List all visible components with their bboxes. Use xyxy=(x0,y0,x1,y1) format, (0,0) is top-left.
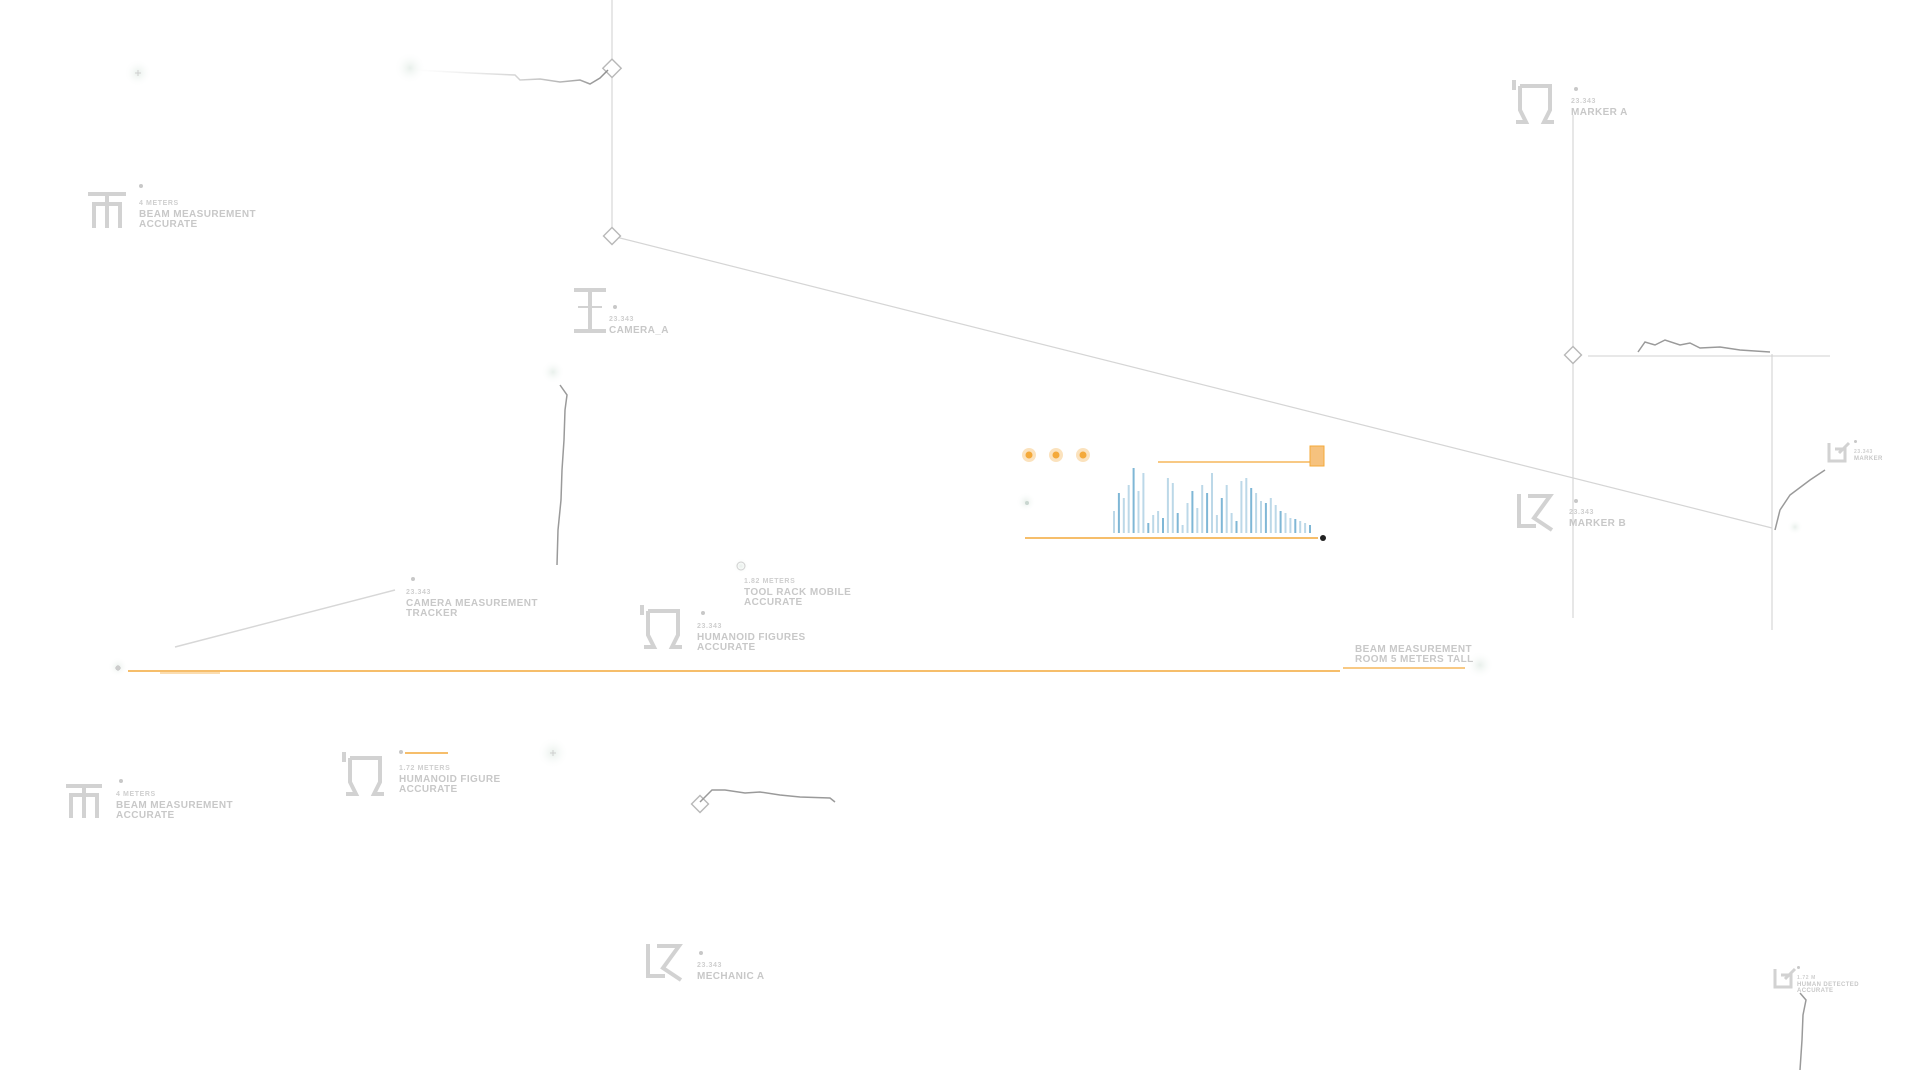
beam-icon xyxy=(88,192,126,228)
value-text: 23.343 xyxy=(609,316,635,323)
human-detected-label: 1.72 M HUMAN DETECTED ACCURATE xyxy=(1797,966,1859,994)
histogram-bar xyxy=(1215,515,1218,533)
histogram-bar xyxy=(1230,513,1233,533)
diamond-icon xyxy=(690,794,710,814)
status-dot xyxy=(1052,451,1060,459)
tool-rack-label: 1.82 METERS TOOL RACK MOBILE ACCURATE xyxy=(744,578,852,608)
glow-points xyxy=(108,52,1803,769)
pictogram-icons xyxy=(66,80,1851,989)
value-text: 1.82 METERS xyxy=(744,578,796,585)
histogram-bar xyxy=(1309,525,1311,533)
value-text: 23.343 xyxy=(1854,449,1873,455)
lx-icon xyxy=(646,944,683,982)
histogram-bar xyxy=(1137,491,1140,533)
histogram-bar xyxy=(1284,513,1287,533)
histogram-bar xyxy=(1191,491,1194,533)
histogram-bar xyxy=(1220,498,1223,533)
guide-lines xyxy=(611,0,1773,630)
level-slider-handle[interactable] xyxy=(1309,445,1325,467)
humanoid-figure-label: 1.72 METERS HUMANOID FIGURE ACCURATE xyxy=(399,750,501,795)
histogram-bar xyxy=(1113,511,1115,533)
histogram-bar xyxy=(1269,498,1272,533)
beam-measurement-label: 4 METERS BEAM MEASUREMENT ACCURATE xyxy=(139,184,256,230)
histogram-bar xyxy=(1255,493,1258,533)
value-text: 4 METERS xyxy=(116,791,156,798)
camera-tracker-label: 23.343 CAMERA MEASUREMENT TRACKER xyxy=(406,577,538,619)
histogram-bar xyxy=(1132,468,1135,533)
histogram-bar xyxy=(1264,503,1267,533)
histogram-bar xyxy=(1171,483,1174,533)
histogram-bar xyxy=(1240,481,1243,533)
diamond-icon xyxy=(601,58,623,79)
histogram-bar xyxy=(1201,485,1204,533)
histogram-bar xyxy=(1186,503,1189,533)
histogram-bar xyxy=(1289,518,1292,533)
target-ring-icon xyxy=(736,561,746,571)
histogram-bar xyxy=(1211,473,1213,533)
value-text: 23.343 xyxy=(1571,98,1597,105)
histogram-bar xyxy=(1152,515,1155,533)
right-marker-label: 23.343 MARKER xyxy=(1854,440,1883,462)
diagonal-measure-line xyxy=(611,235,1773,529)
histogram-bar xyxy=(1279,511,1282,533)
orange-measure-lines xyxy=(128,461,1465,754)
histogram-bar xyxy=(1162,518,1164,533)
histogram-bar xyxy=(1122,498,1125,533)
camera-a-label: 23.343 CAMERA_A xyxy=(609,305,669,336)
omega-figure-icon xyxy=(342,752,384,796)
histogram-bar xyxy=(1176,513,1179,533)
histogram-bar xyxy=(1299,521,1302,533)
omega-figure-icon xyxy=(1512,80,1554,124)
histogram-bar xyxy=(1304,523,1307,533)
histogram-bar xyxy=(1206,493,1209,533)
diamond-markers xyxy=(601,58,1583,814)
value-text: 23.343 xyxy=(697,962,723,969)
histogram-bar xyxy=(1147,523,1150,533)
histogram-bar xyxy=(1181,525,1184,533)
value-text: 1.72 METERS xyxy=(399,765,451,772)
tracker-diagonal xyxy=(174,589,396,648)
mechanic-a-label: 23.343 MECHANIC A xyxy=(697,951,765,982)
histogram-bar xyxy=(1294,519,1297,533)
value-text: 1.72 M xyxy=(1797,975,1816,981)
corner-arrow-icon xyxy=(1773,967,1797,989)
widget-dot xyxy=(1025,501,1029,505)
diamond-icon xyxy=(602,226,622,246)
histogram-bar xyxy=(1250,488,1253,533)
diamond-icon xyxy=(1563,345,1583,365)
histogram-bar xyxy=(1142,473,1145,533)
plus-marks xyxy=(115,70,556,756)
status-dot xyxy=(1025,451,1033,459)
histogram-bar xyxy=(1260,501,1262,533)
signal-traces xyxy=(414,69,1826,1071)
histogram-bar xyxy=(1225,485,1228,533)
bar-histogram xyxy=(1113,468,1311,533)
histogram-bar xyxy=(1196,508,1199,533)
histogram-bar xyxy=(1117,493,1120,533)
status-dot xyxy=(1079,451,1087,459)
beam-room-label: BEAM MEASUREMENT ROOM 5 METERS TALL xyxy=(1355,644,1474,665)
lx-icon xyxy=(1517,494,1554,532)
value-text: 23.343 xyxy=(697,623,723,630)
histogram-bar xyxy=(1127,485,1130,533)
beam-icon xyxy=(66,784,102,818)
marker-a-label: 23.343 MARKER A xyxy=(1571,87,1628,118)
histogram-bar xyxy=(1235,521,1238,533)
value-text: 23.343 xyxy=(1569,509,1595,516)
i-beam-icon xyxy=(574,288,606,333)
beam-measurement-label-bottom: 4 METERS BEAM MEASUREMENT ACCURATE xyxy=(116,779,233,821)
omega-figure-icon xyxy=(640,605,682,649)
histogram-bar xyxy=(1157,511,1160,533)
marker-b-label: 23.343 MARKER B xyxy=(1569,499,1626,529)
endpoint-dot xyxy=(1320,535,1326,541)
value-text: 23.343 xyxy=(406,589,432,596)
value-text: 4 METERS xyxy=(139,200,179,207)
humanoid-figures-label: 23.343 HUMANOID FIGURES ACCURATE xyxy=(697,611,806,653)
histogram-bar xyxy=(1274,505,1277,533)
status-dots xyxy=(1022,448,1090,462)
histogram-bar xyxy=(1245,478,1248,533)
corner-arrow-icon xyxy=(1827,441,1851,463)
histogram-bar xyxy=(1166,478,1169,533)
